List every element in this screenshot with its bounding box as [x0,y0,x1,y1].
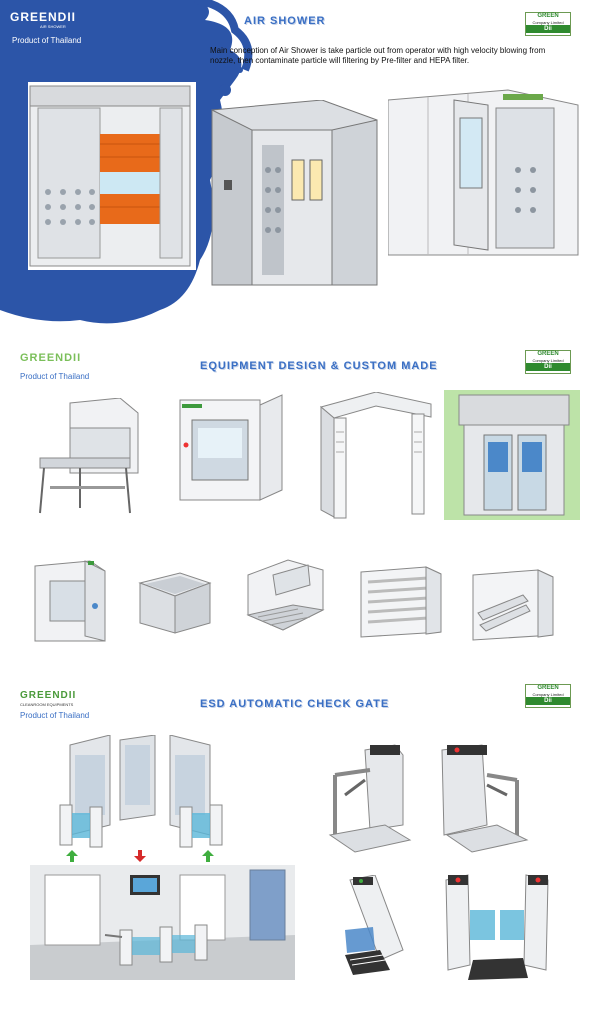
badge-mid: Company Limited [532,692,564,697]
air-shower-description: Main conception of Air Shower is take pa… [210,46,546,65]
logo-subtitle: CLEANROOM EQUIPMENTS [20,702,74,707]
air-shower-green-room-image [444,390,580,520]
greendii-logo: GREENDII [20,690,77,701]
tripod-turnstile-image-2 [441,744,529,853]
product-of-thailand-label: Product of Thailand [12,36,82,45]
air-shower-double-door-image [211,100,378,286]
badge-mid: Company Limited [532,358,564,363]
return-air-damper-image [472,569,554,641]
up-arrow-icon [66,850,78,862]
air-shower-roller-door-image [28,82,196,270]
greendii-logo: GREENDII [10,10,77,24]
company-badge: GREEN Company Limited Dii [525,12,571,36]
pass-box-open-door-image [179,394,283,501]
swing-barrier-gate-image-2 [445,874,549,980]
laminar-flow-workbench-image [39,398,139,514]
esd-check-gate-title: ESD AUTOMATIC CHECK GATE [200,698,390,710]
swing-barrier-gate-image-1 [345,875,404,975]
air-shower-glass-door-image [388,89,579,256]
fan-filter-unit-image [246,559,325,631]
esd-gate-room-scene-image [30,865,295,980]
badge-mid: Company Limited [532,20,564,25]
tripod-turnstile-image-1 [328,744,412,853]
company-badge: GREEN Company Limited Dii [525,684,571,708]
badge-top: GREEN [537,13,559,19]
door-frame-air-curtain-image [319,392,432,519]
pass-box-small-image [34,560,106,642]
badge-top: GREEN [537,351,559,357]
equipment-design-title: EQUIPMENT DESIGN & CUSTOM MADE [200,360,438,372]
direction-arrows [66,850,214,862]
greendii-logo: GREENDII [20,352,82,364]
badge-bot: Dii [526,363,570,371]
badge-bot: Dii [526,697,570,705]
esd-gate-air-shower-layout-image [59,735,223,848]
badge-bot: Dii [526,25,570,33]
louver-return-grille-image [360,566,442,638]
product-of-thailand-label: Product of Thailand [20,711,90,720]
logo-subtitle: AIR SHOWER [40,24,66,29]
down-arrow-icon [134,850,146,862]
badge-top: GREEN [537,685,559,691]
product-of-thailand-label: Product of Thailand [20,372,90,381]
company-badge: GREEN Company Limited Dii [525,350,571,374]
hepa-filter-box-image [138,572,212,634]
up-arrow-icon [202,850,214,862]
air-shower-title: AIR SHOWER [244,15,326,27]
